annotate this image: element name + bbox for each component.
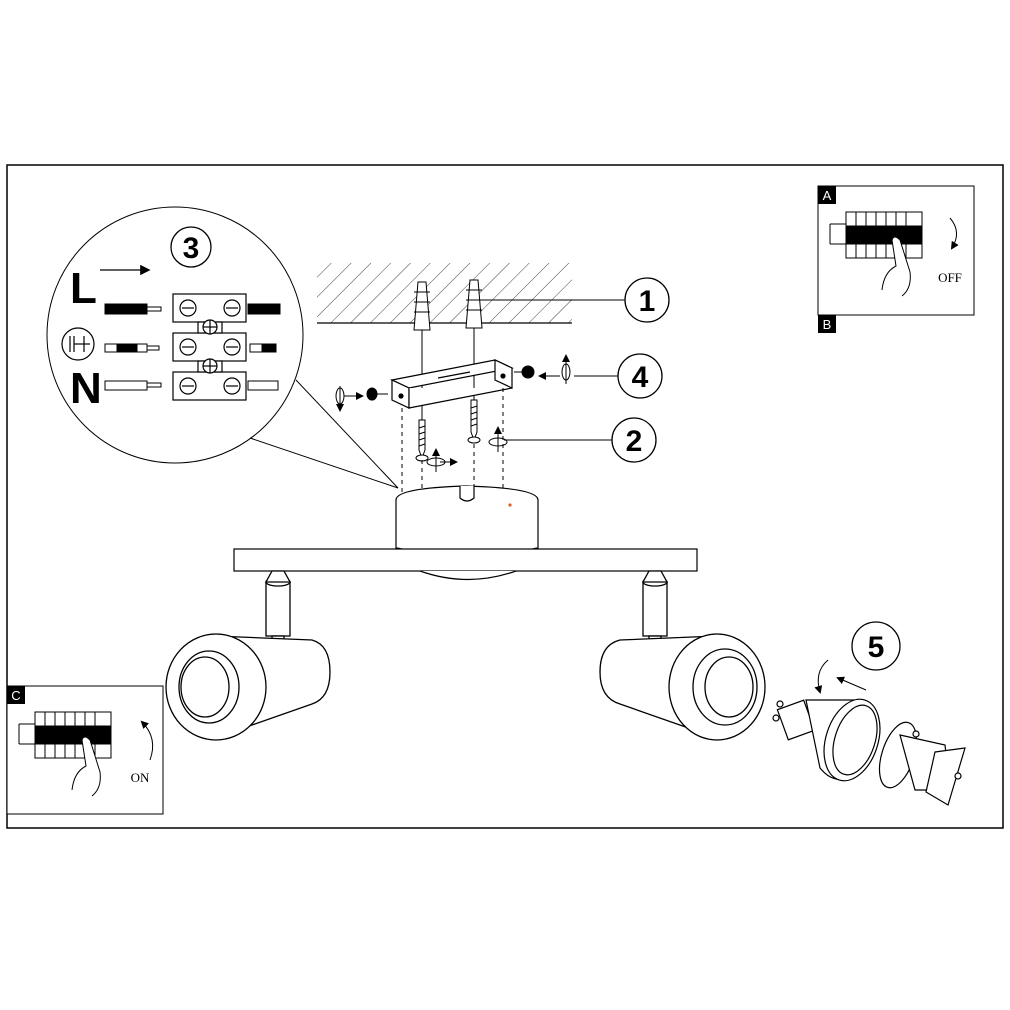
label-live: L (70, 264, 97, 313)
mounting-bracket (390, 359, 514, 409)
rotate-arrow-icon (949, 217, 959, 250)
terminal-block (172, 293, 247, 401)
svg-text:1: 1 (639, 285, 656, 318)
side-screw-left (335, 386, 388, 412)
step-1-badge: 1 (624, 277, 670, 323)
accent-dot (508, 503, 512, 507)
panel-switch-off: A B OFF (817, 185, 975, 333)
svg-text:5: 5 (868, 631, 885, 664)
earth-ground-icon (61, 327, 95, 361)
svg-text:4: 4 (632, 361, 649, 394)
step-2-badge: 2 (611, 417, 657, 463)
side-screw-right (514, 354, 620, 384)
rotate-arrow-icon (140, 720, 154, 761)
wall-plug-right (465, 279, 483, 329)
on-label: ON (131, 770, 150, 785)
ceiling (317, 263, 572, 324)
wiring-detail: L N (46, 206, 399, 489)
wall-plug-left (413, 281, 431, 331)
step-4-badge: 4 (617, 353, 663, 399)
panel-tag-a: A (823, 188, 832, 203)
wood-screw-right (467, 399, 481, 444)
step-5-badge: 5 (851, 621, 901, 671)
spotlight-left (165, 570, 331, 741)
svg-text:3: 3 (183, 232, 200, 265)
fixture-bar (233, 548, 698, 581)
wire-earth (104, 343, 277, 353)
svg-text:2: 2 (626, 425, 643, 458)
alignment-lines (401, 388, 504, 495)
rotate-arrow-icon (426, 448, 458, 472)
gu10-bulb (772, 698, 881, 782)
diagram-frame (6, 164, 1004, 829)
panel-switch-on: C ON (6, 685, 164, 815)
panel-tag-c: C (11, 688, 20, 703)
wire-live (104, 303, 281, 315)
ceiling-canopy (395, 485, 539, 556)
hand-icon (71, 736, 101, 797)
panel-tag-b: B (823, 317, 832, 332)
off-label: OFF (938, 270, 962, 285)
rotate-arrow-icon (488, 426, 508, 452)
circuit-breaker-icon (18, 711, 112, 759)
wood-screw-left (415, 419, 429, 462)
wire-neutral (104, 380, 279, 391)
label-neutral: N (70, 364, 102, 413)
hand-icon (881, 236, 911, 297)
rotate-arrow-icon (814, 659, 867, 694)
bulb-holder-cap (878, 721, 966, 806)
step-3-badge: 3 (170, 226, 212, 268)
spotlight-right (599, 570, 766, 741)
